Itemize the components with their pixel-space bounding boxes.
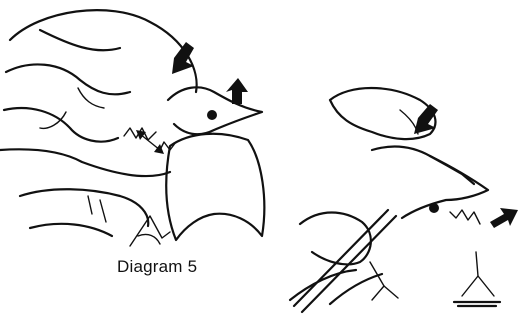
left-hands-illustration	[0, 10, 264, 246]
right-hands-illustration	[290, 88, 518, 312]
diagram-caption: Diagram 5	[117, 257, 197, 277]
